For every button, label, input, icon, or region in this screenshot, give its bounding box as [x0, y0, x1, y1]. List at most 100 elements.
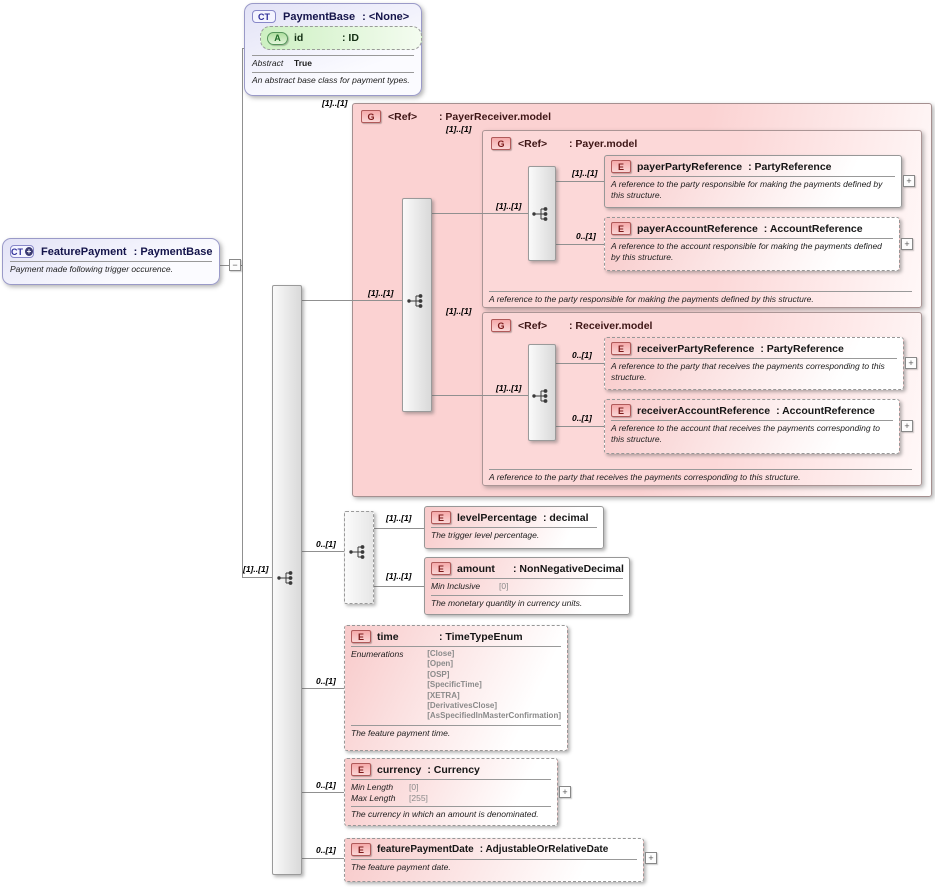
- sequence-icon: [531, 206, 548, 222]
- enum-value: [SpecificTime]: [427, 680, 482, 690]
- connector-line: [374, 586, 424, 587]
- cardinality-label: 0..[1]: [572, 413, 592, 423]
- divider: [351, 806, 551, 808]
- sequence-bar: [402, 198, 432, 412]
- cardinality-label: 0..[1]: [572, 350, 592, 360]
- element-name: featurePaymentDate: [377, 844, 474, 855]
- optional-sequence-bar: [344, 511, 374, 604]
- cardinality-label: 0..[1]: [316, 676, 336, 686]
- expand-icon[interactable]: +: [901, 420, 913, 432]
- cardinality-label: 0..[1]: [316, 845, 336, 855]
- divider: [351, 646, 561, 647]
- element-time: E time : TimeTypeEnum Enumerations [Clos…: [344, 625, 568, 751]
- cardinality-label: [1]..[1]: [386, 513, 412, 523]
- element-type: : PartyReference: [760, 342, 844, 355]
- connector-line: [302, 551, 344, 552]
- element-annotation: A reference to the account responsible f…: [611, 241, 882, 263]
- element-featurepaymentdate: E featurePaymentDate : AdjustableOrRelat…: [344, 838, 644, 882]
- group-annotation: A reference to the party responsible for…: [489, 291, 912, 304]
- element-type: : AdjustableOrRelativeDate: [479, 844, 609, 855]
- enum-value: [Open]: [427, 659, 453, 669]
- sequence-icon: [276, 570, 293, 586]
- element-payerpartyreference: E payerPartyReference : PartyReference A…: [604, 155, 902, 208]
- facet-label: Min Inclusive: [431, 581, 481, 591]
- element-annotation: The monetary quantity in currency units.: [431, 597, 583, 608]
- connector-line: [242, 48, 245, 49]
- element-levelpercentage: E levelPercentage : decimal The trigger …: [424, 506, 604, 549]
- collapse-icon[interactable]: −: [229, 259, 241, 271]
- connector-line: [432, 213, 528, 214]
- element-annotation: The feature payment time.: [351, 727, 451, 738]
- facet-value: [0]: [499, 581, 509, 591]
- expand-icon[interactable]: +: [645, 852, 657, 864]
- element-name: currency: [377, 763, 422, 776]
- facet-label: Max Length: [351, 792, 396, 803]
- element-type: : Currency: [427, 763, 480, 776]
- connector-line: [302, 300, 402, 301]
- sequence-icon: [531, 388, 548, 404]
- enum-value: [Close]: [427, 649, 455, 658]
- connector-line: [432, 395, 528, 396]
- group-badge: G: [491, 137, 511, 150]
- element-name: payerAccountReference: [637, 222, 758, 235]
- facet-value: True: [294, 58, 312, 68]
- element-badge: E: [431, 511, 451, 524]
- facet-label: Enumerations: [351, 649, 404, 659]
- connector-line: [302, 792, 344, 793]
- group-type: : Payer.model: [569, 137, 638, 150]
- attribute-badge: A: [267, 31, 288, 45]
- divider: [611, 420, 893, 421]
- plus-icon: +: [25, 247, 33, 256]
- element-type: : AccountReference: [763, 222, 863, 235]
- expand-icon[interactable]: +: [903, 175, 915, 187]
- enum-value: [OSP]: [427, 669, 450, 679]
- element-badge: E: [351, 763, 371, 776]
- facet-label: Abstract: [252, 58, 284, 68]
- element-receiverpartyreference: E receiverPartyReference : PartyReferenc…: [604, 337, 904, 390]
- connector-line: [556, 363, 604, 364]
- cardinality-label: 0..[1]: [316, 780, 336, 790]
- complex-type-badge: CT+: [10, 245, 34, 258]
- divider: [431, 578, 623, 579]
- divider: [431, 527, 597, 528]
- expand-icon[interactable]: +: [901, 238, 913, 250]
- enum-value: [XETRA]: [427, 690, 460, 700]
- cardinality-label: [1]..[1]: [496, 383, 522, 393]
- element-badge: E: [351, 843, 371, 856]
- connector-line: [374, 528, 424, 529]
- group-name: <Ref>: [388, 110, 418, 123]
- enum-value: [DerivativesClose]: [427, 700, 498, 710]
- element-badge: E: [611, 404, 631, 417]
- element-name: levelPercentage: [457, 511, 537, 524]
- complex-type-name: FeaturePayment: [41, 245, 127, 258]
- element-annotation: A reference to the party responsible for…: [611, 179, 883, 201]
- group-type: : PayerReceiver.model: [439, 110, 552, 123]
- group-name: <Ref>: [518, 319, 548, 332]
- cardinality-label: [1]..[1]: [243, 564, 269, 574]
- group-badge: G: [491, 319, 511, 332]
- complex-type-featurepayment: CT+ FeaturePayment : PaymentBase Payment…: [2, 238, 220, 285]
- cardinality-label: [1]..[1]: [446, 124, 472, 134]
- divider: [431, 594, 623, 596]
- cardinality-label: 0..[1]: [316, 539, 336, 549]
- connector-line: [242, 48, 243, 577]
- element-name: payerPartyReference: [637, 160, 743, 173]
- element-badge: E: [611, 342, 631, 355]
- cardinality-label: [1]..[1]: [322, 98, 348, 108]
- element-annotation: The trigger level percentage.: [431, 530, 540, 540]
- connector-line: [242, 577, 272, 578]
- type-annotation: An abstract base class for payment types…: [252, 74, 410, 85]
- divider: [252, 55, 414, 56]
- expand-icon[interactable]: +: [905, 357, 917, 369]
- facet-value: [0]: [409, 782, 419, 792]
- complex-type-supertype: : <None>: [362, 10, 410, 23]
- element-badge: E: [351, 630, 371, 643]
- cardinality-label: [1]..[1]: [496, 201, 522, 211]
- divider: [611, 358, 897, 359]
- connector-line: [556, 426, 604, 427]
- complex-type-supertype: : PaymentBase: [133, 245, 213, 258]
- expand-icon[interactable]: +: [559, 786, 571, 798]
- attribute-id[interactable]: A id : ID: [260, 26, 422, 50]
- element-name: receiverPartyReference: [637, 342, 755, 355]
